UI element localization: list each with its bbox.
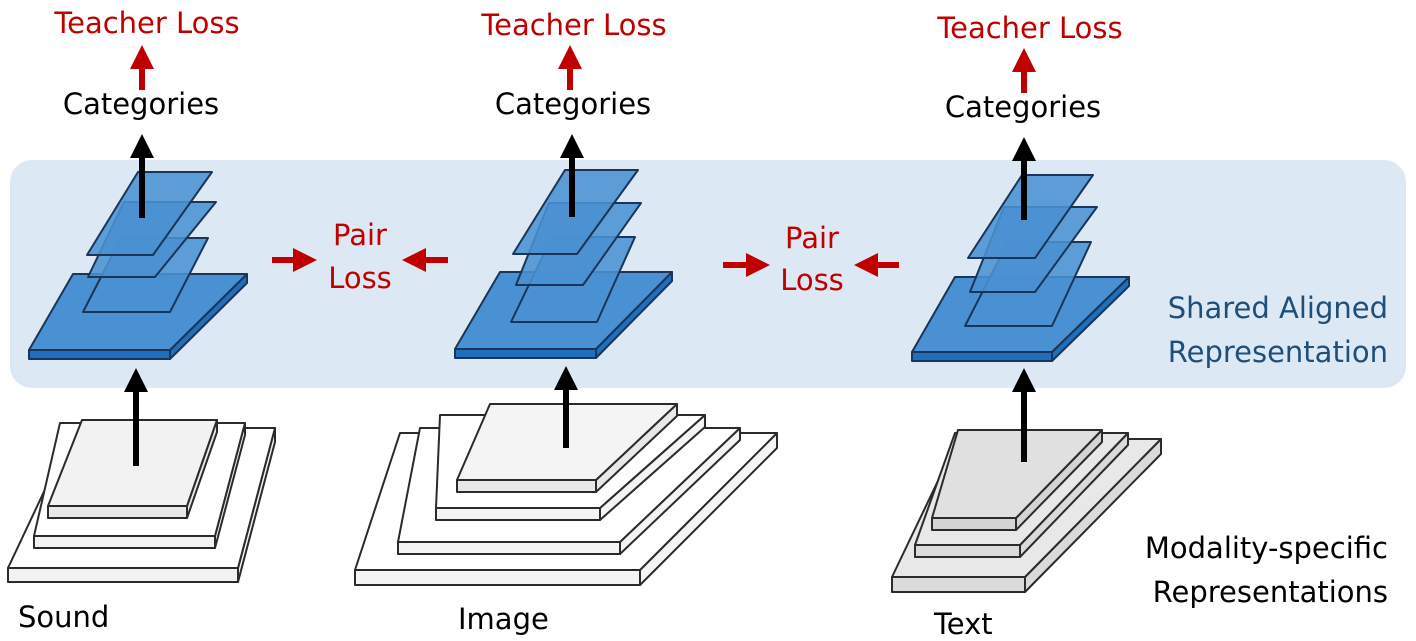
modality-layer-text-3 [931,429,1103,531]
input-label-text: Text [933,607,993,641]
categories-label-text: Categories [945,90,1101,124]
shared-layer-text-3 [967,174,1094,259]
pair-loss-label-2-line1: Pair [785,221,839,255]
shared-layer-image-3 [512,169,639,255]
modality-region-label-line2: Representations [1153,575,1388,609]
pair-loss-label-1-line1: Pair [333,218,387,252]
pair-loss-label-1-line2: Loss [328,261,392,295]
input-label-sound: Sound [18,600,109,634]
teacher-loss-label-sound: Teacher Loss [53,6,239,40]
categories-label-sound: Categories [63,87,219,121]
teacher-loss-label-image: Teacher Loss [480,8,666,42]
input-label-image: Image [458,602,549,636]
modality-layer-sound-3 [47,419,218,519]
teacher-loss-label-text: Teacher Loss [936,11,1122,45]
shared-region-label-line1: Shared Aligned [1168,291,1388,325]
pair-loss-label-2-line2: Loss [780,263,844,297]
shared-region-label-line2: Representation [1168,335,1388,369]
categories-label-image: Categories [495,87,651,121]
shared-layer-sound-3 [86,171,213,256]
modality-region-label-line1: Modality-specific [1145,531,1388,565]
